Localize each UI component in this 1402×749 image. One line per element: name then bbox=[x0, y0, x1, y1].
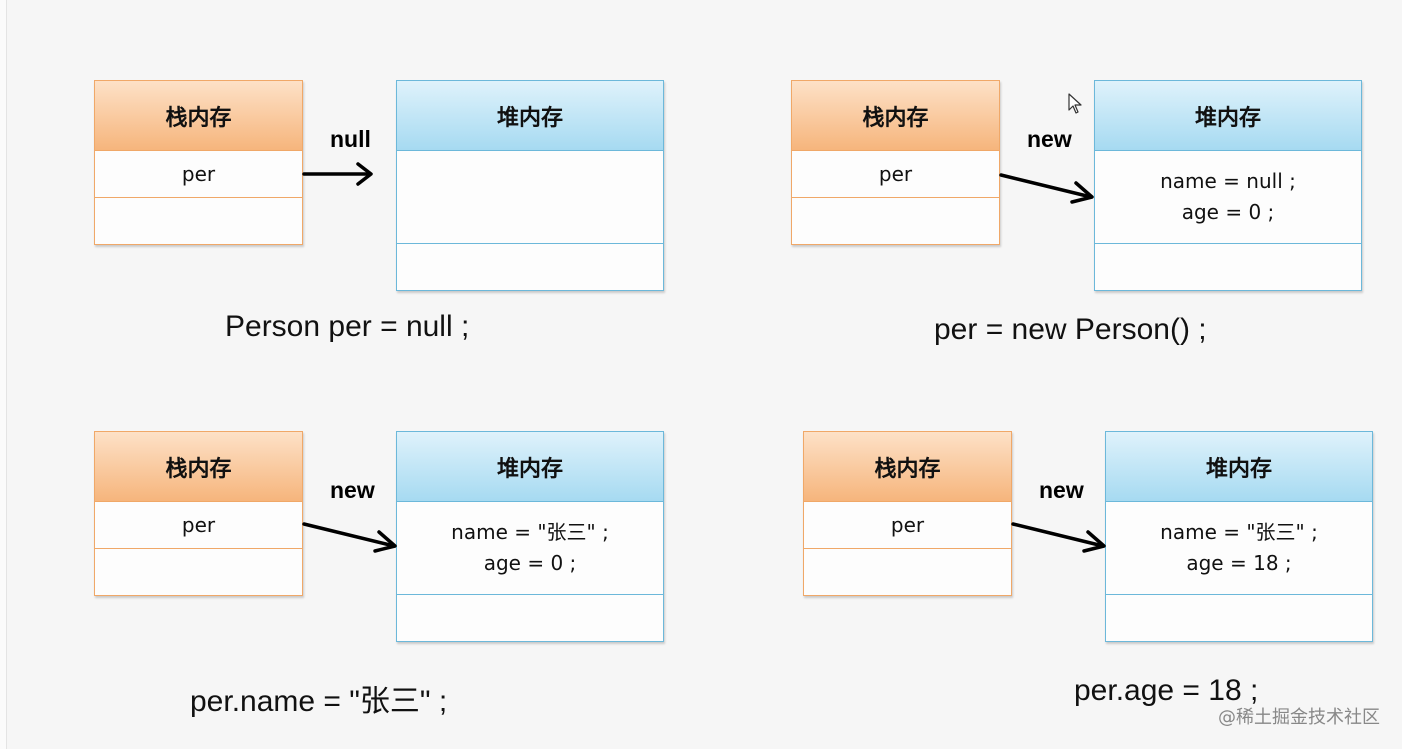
arrow-1 bbox=[302, 162, 373, 186]
stack-memory-title: 栈内存 bbox=[95, 81, 302, 151]
heap-object-fields: name = null ; age = 0 ; bbox=[1095, 151, 1361, 244]
heap-field-age: age = 0 ; bbox=[1181, 200, 1275, 224]
arrow-4 bbox=[1011, 522, 1106, 553]
arrow-label-3: new bbox=[330, 477, 375, 503]
heap-memory-title: 堆内存 bbox=[1095, 81, 1361, 151]
arrow-3 bbox=[302, 522, 397, 553]
stack-memory-title: 栈内存 bbox=[792, 81, 999, 151]
heap-memory-title: 堆内存 bbox=[1106, 432, 1372, 502]
stack-variable: per bbox=[95, 151, 302, 198]
heap-field-name: name = "张三" ; bbox=[451, 520, 609, 544]
heap-memory-title: 堆内存 bbox=[397, 432, 663, 502]
arrow-2 bbox=[999, 173, 1094, 204]
heap-memory-box-2: 堆内存 name = null ; age = 0 ; bbox=[1094, 80, 1362, 291]
stack-variable: per bbox=[792, 151, 999, 198]
code-caption-3: per.name = "张三" ; bbox=[190, 685, 448, 718]
stack-memory-box-4: 栈内存 per bbox=[803, 431, 1012, 596]
stack-memory-box-1: 栈内存 per bbox=[94, 80, 303, 245]
heap-field-age: age = 18 ; bbox=[1186, 551, 1292, 575]
heap-memory-box-4: 堆内存 name = "张三" ; age = 18 ; bbox=[1105, 431, 1373, 642]
code-caption-4: per.age = 18 ; bbox=[1074, 674, 1259, 707]
arrow-label-4: new bbox=[1039, 477, 1084, 503]
arrow-label-1: null bbox=[330, 126, 371, 152]
heap-memory-box-3: 堆内存 name = "张三" ; age = 0 ; bbox=[396, 431, 664, 642]
heap-memory-title: 堆内存 bbox=[397, 81, 663, 151]
heap-memory-box-1: 堆内存 bbox=[396, 80, 664, 291]
heap-field-name: name = "张三" ; bbox=[1160, 520, 1318, 544]
stack-variable: per bbox=[804, 502, 1011, 549]
heap-field-name: name = null ; bbox=[1160, 169, 1296, 193]
stack-memory-box-2: 栈内存 per bbox=[791, 80, 1000, 245]
slide-edge bbox=[0, 0, 7, 749]
heap-object-fields bbox=[397, 151, 663, 244]
arrow-label-2: new bbox=[1027, 126, 1072, 152]
stack-variable: per bbox=[95, 502, 302, 549]
heap-object-fields: name = "张三" ; age = 0 ; bbox=[397, 502, 663, 595]
mouse-cursor-icon bbox=[1068, 93, 1082, 114]
stack-memory-title: 栈内存 bbox=[95, 432, 302, 502]
heap-field-age: age = 0 ; bbox=[483, 551, 577, 575]
code-caption-2: per = new Person() ; bbox=[934, 313, 1207, 346]
code-caption-1: Person per = null ; bbox=[225, 310, 470, 343]
stack-memory-title: 栈内存 bbox=[804, 432, 1011, 502]
stack-memory-box-3: 栈内存 per bbox=[94, 431, 303, 596]
watermark: @稀土掘金技术社区 bbox=[1218, 707, 1380, 728]
heap-object-fields: name = "张三" ; age = 18 ; bbox=[1106, 502, 1372, 595]
